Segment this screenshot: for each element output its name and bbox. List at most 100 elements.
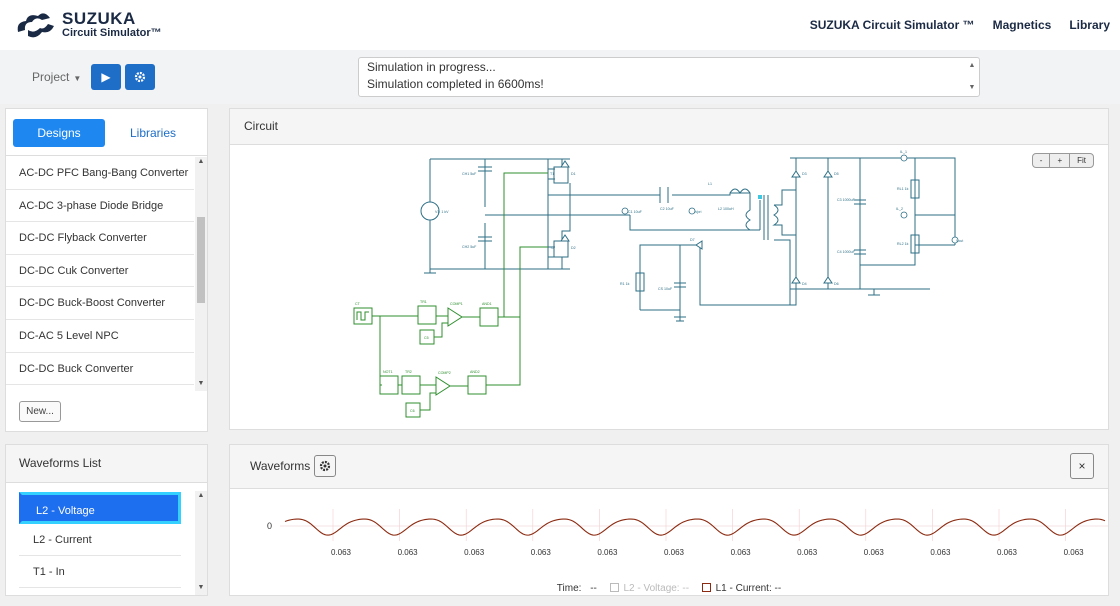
legend-series-2-value: --	[774, 583, 782, 594]
list-item[interactable]: L2 - Voltage	[19, 492, 181, 524]
tab-designs[interactable]: Designs	[13, 119, 105, 147]
x-tick-label: 0.063	[531, 548, 552, 557]
log-scrollbar[interactable]: ▲▼	[967, 60, 977, 94]
chevron-down-icon: ▼	[968, 84, 976, 91]
project-dropdown[interactable]: Project▼	[32, 70, 81, 84]
label-c2: C2 10uF	[660, 207, 675, 211]
toolbar: Project▼ ▶ Simulation in progress... Sim…	[0, 50, 1120, 104]
waveform-legend: Time: -- L2 - Voltage: -- L1 - Current: …	[230, 583, 1108, 594]
list-item[interactable]: DC-DC Buck Converter	[6, 353, 194, 386]
waveforms-header: Waveforms	[230, 445, 1108, 489]
label-il2: IL_2	[896, 207, 903, 211]
project-label: Project	[32, 70, 70, 84]
label-rl1: RL1 1k	[897, 187, 909, 191]
legend-swatch	[609, 583, 619, 592]
list-item[interactable]: DC-DC Cuk Converter	[6, 255, 194, 288]
label-t1: T1	[550, 172, 554, 176]
legend-time-value: --	[590, 583, 597, 594]
label-not: NOT1	[383, 370, 393, 374]
legend-swatch	[701, 583, 711, 592]
top-navbar: SUZUKA Circuit Simulator™ SUZUKA Circuit…	[0, 0, 1120, 50]
trace-l1-current	[284, 518, 1106, 536]
list-item[interactable]: L2 - Current	[19, 524, 181, 556]
label-comp2: COMP2	[438, 371, 451, 375]
legend-time-label: Time:	[556, 583, 582, 594]
label-and1: AND1	[482, 302, 492, 306]
label-d2: D2	[571, 246, 576, 250]
logo-name: SUZUKA	[62, 9, 136, 28]
logo[interactable]: SUZUKA Circuit Simulator™	[14, 8, 174, 44]
nav-item-simulator[interactable]: SUZUKA Circuit Simulator ™	[809, 18, 975, 32]
settings-button[interactable]	[125, 64, 155, 90]
list-item[interactable]: T1 - In	[19, 556, 181, 588]
logo-icon	[17, 13, 54, 38]
label-il1: IL_1	[900, 150, 907, 154]
circuit-title: Circuit	[230, 109, 1108, 145]
chevron-down-icon: ▼	[197, 584, 205, 591]
nav-item-magnetics[interactable]: Magnetics	[992, 18, 1052, 32]
waveforms-title: Waveforms	[250, 459, 311, 473]
log-line: Simulation in progress...	[367, 60, 496, 74]
zoom-controls: - + Fit	[1031, 153, 1094, 168]
zoom-in-button[interactable]: +	[1050, 154, 1071, 167]
tab-libraries[interactable]: Libraries	[130, 126, 177, 140]
circuit-schematic: V1: 1 kV CH1 5uF CH2 5uF T1 D1 T2 D2 C2 …	[353, 150, 963, 418]
label-l2: L2 100uH	[718, 207, 734, 211]
gear-icon	[134, 71, 146, 83]
circuit-panel: Circuit - + Fit	[229, 108, 1109, 430]
label-clk: CT	[355, 302, 361, 306]
label-rl2: RL2 1k	[897, 242, 909, 246]
divider	[6, 155, 208, 156]
label-and2: AND2	[470, 370, 480, 374]
logo-subtitle: Circuit Simulator™	[62, 27, 162, 39]
simulation-log[interactable]: Simulation in progress... Simulation com…	[358, 57, 980, 97]
gear-icon	[319, 460, 331, 472]
waveform-list-scrollbar[interactable]: ▲ ▼	[195, 491, 207, 595]
scroll-thumb[interactable]	[197, 217, 205, 303]
nav-item-library[interactable]: Library	[1069, 18, 1110, 32]
label-l1: L1	[708, 182, 712, 186]
zoom-fit-button[interactable]: Fit	[1077, 156, 1086, 165]
legend-series-2-label[interactable]: L1 - Current:	[715, 583, 772, 594]
waveforms-list-title: Waveforms List	[6, 445, 207, 483]
circuit-canvas[interactable]: - + Fit	[230, 145, 1108, 429]
waveforms-list-panel: Waveforms List L2 - Voltage L2 - Current…	[5, 444, 208, 596]
close-icon: ×	[1078, 459, 1086, 473]
run-button[interactable]: ▶	[91, 64, 121, 90]
list-item[interactable]: DC-DC Flyback Converter	[6, 222, 194, 255]
legend-series-1-label[interactable]: L2 - Voltage:	[623, 583, 680, 594]
x-tick-label: 0.063	[797, 548, 818, 557]
waveform-settings-button[interactable]	[314, 455, 336, 477]
x-tick-label: 0.063	[731, 548, 752, 557]
label-d3: D3	[802, 172, 807, 176]
designs-panel: Designs Libraries AC-DC PFC Bang-Bang Co…	[5, 108, 208, 432]
chevron-up-icon: ▲	[197, 158, 205, 165]
label-c5: C5	[424, 336, 429, 340]
chevron-down-icon: ▼	[197, 380, 205, 387]
label-v1: V1: 1 kV	[435, 210, 449, 214]
close-waveforms-button[interactable]: ×	[1070, 453, 1094, 479]
x-tick-label: 0.063	[664, 548, 685, 557]
new-design-button[interactable]: New...	[19, 401, 61, 422]
x-tick-label: 0.063	[1064, 548, 1085, 557]
list-item[interactable]: AC-DC 3-phase Diode Bridge	[6, 190, 194, 223]
label-ch1: CH1 5uF	[462, 172, 477, 176]
x-tick-label: 0.063	[398, 548, 419, 557]
label-tr2: TR2	[405, 370, 412, 374]
label-d7: D7	[690, 238, 695, 242]
list-item[interactable]: AC-DC PFC Bang-Bang Converter	[6, 157, 194, 190]
label-tr1: TR1	[420, 300, 427, 304]
x-tick-label: 0.063	[864, 548, 885, 557]
label-d4: D4	[802, 282, 807, 286]
design-list: AC-DC PFC Bang-Bang Converter AC-DC 3-ph…	[6, 157, 194, 386]
x-tick-label: 0.063	[930, 548, 951, 557]
waveform-list: L2 - Voltage L2 - Current T1 - In	[6, 492, 196, 588]
log-line: Simulation completed in 6600ms!	[367, 77, 544, 91]
zoom-out-button[interactable]: -	[1033, 154, 1051, 167]
list-item[interactable]: DC-AC 5 Level NPC	[6, 320, 194, 353]
label-c3: C3 1000uF	[837, 198, 856, 202]
caret-down-icon: ▼	[73, 74, 82, 83]
design-list-scrollbar[interactable]: ▲ ▼	[195, 157, 207, 391]
list-item[interactable]: DC-DC Buck-Boost Converter	[6, 287, 194, 320]
